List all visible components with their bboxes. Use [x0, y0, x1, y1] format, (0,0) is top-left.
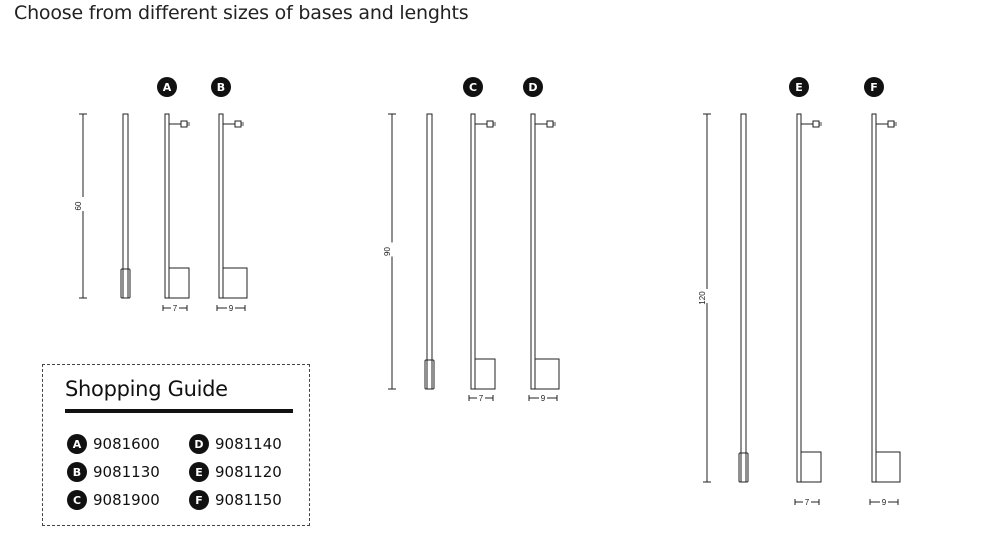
label-gap [79, 197, 87, 211]
label-gap [703, 289, 711, 303]
product-code: 9081140 [215, 435, 282, 453]
height-label: 90 [383, 247, 392, 256]
guide-item-a: A 9081600 [67, 434, 160, 454]
letter-badge: A [67, 434, 87, 454]
side-base [424, 359, 435, 390]
width-label: 7 [479, 394, 484, 403]
width-dimension: 7 [162, 304, 188, 313]
front-bar [796, 113, 802, 483]
width-label: 9 [229, 304, 234, 313]
front-bar [218, 113, 224, 299]
variant-letter: D [528, 81, 537, 94]
side-bar [122, 113, 129, 299]
front-bar [164, 113, 170, 299]
variant-badge [211, 77, 231, 97]
side-base [738, 452, 749, 483]
height-label: 120 [698, 291, 707, 305]
variant-badge [523, 77, 543, 97]
front-bar [530, 113, 536, 390]
variant-badge [789, 77, 809, 97]
front-base [800, 451, 822, 483]
side-profile [120, 113, 131, 299]
variant-letter: B [217, 81, 225, 94]
front-base [168, 267, 190, 299]
front-bar [871, 113, 877, 483]
variant-e: E7 [789, 77, 822, 507]
width-label: 7 [173, 304, 178, 313]
guide-item-d: D 9081140 [189, 434, 282, 454]
width-label: 9 [882, 498, 887, 507]
variant-letter: F [870, 81, 878, 94]
plug-icon [812, 120, 820, 128]
variant-badge [463, 77, 483, 97]
guide-item-f: F 9081150 [189, 490, 282, 510]
height-label: 60 [74, 201, 83, 210]
letter-badge: F [189, 490, 209, 510]
side-bar [426, 113, 433, 390]
side-profile [424, 113, 435, 390]
variant-a: A7 [157, 77, 190, 313]
variant-letter: C [469, 81, 477, 94]
front-bar [470, 113, 476, 390]
side-profile [738, 113, 749, 483]
width-dimension: 7 [468, 394, 494, 403]
shopping-guide-title: Shopping Guide [65, 377, 228, 401]
shopping-guide: Shopping Guide A 9081600 B 9081130 C 908… [42, 364, 310, 526]
letter-badge: B [67, 462, 87, 482]
product-code: 9081150 [215, 491, 282, 509]
height-dimension: 60 [74, 113, 87, 299]
width-label: 7 [805, 498, 810, 507]
side-bar [740, 113, 747, 483]
front-base [222, 267, 248, 299]
product-code: 9081120 [215, 463, 282, 481]
width-dimension: 9 [869, 498, 899, 507]
plug-icon [234, 120, 242, 128]
letter-badge: E [189, 462, 209, 482]
product-code: 9081900 [93, 491, 160, 509]
side-base [120, 268, 131, 299]
variant-c: C7 [463, 77, 496, 403]
product-code: 9081130 [93, 463, 160, 481]
plug-icon [887, 120, 895, 128]
shopping-guide-divider [65, 409, 293, 413]
variant-letter: A [163, 81, 172, 94]
variant-badge [864, 77, 884, 97]
variant-f: F9 [864, 77, 901, 507]
variant-d: D9 [523, 77, 560, 403]
product-code: 9081600 [93, 435, 160, 453]
letter-badge: C [67, 490, 87, 510]
width-dimension: 9 [216, 304, 246, 313]
front-base [474, 358, 496, 390]
label-gap [388, 242, 396, 257]
plug-icon [486, 120, 494, 128]
letter-badge: D [189, 434, 209, 454]
front-base [534, 358, 560, 390]
height-dimension: 120 [698, 113, 711, 483]
guide-item-b: B 9081130 [67, 462, 160, 482]
page-title: Choose from different sizes of bases and… [14, 2, 469, 24]
variant-letter: E [795, 81, 803, 94]
variant-b: B9 [211, 77, 248, 313]
guide-item-e: E 9081120 [189, 462, 282, 482]
width-dimension: 9 [528, 394, 558, 403]
width-label: 9 [541, 394, 546, 403]
plug-icon [180, 120, 188, 128]
height-dimension: 90 [383, 113, 396, 390]
plug-icon [546, 120, 554, 128]
guide-item-c: C 9081900 [67, 490, 160, 510]
variant-badge [157, 77, 177, 97]
width-dimension: 7 [794, 498, 820, 507]
front-base [875, 451, 901, 483]
